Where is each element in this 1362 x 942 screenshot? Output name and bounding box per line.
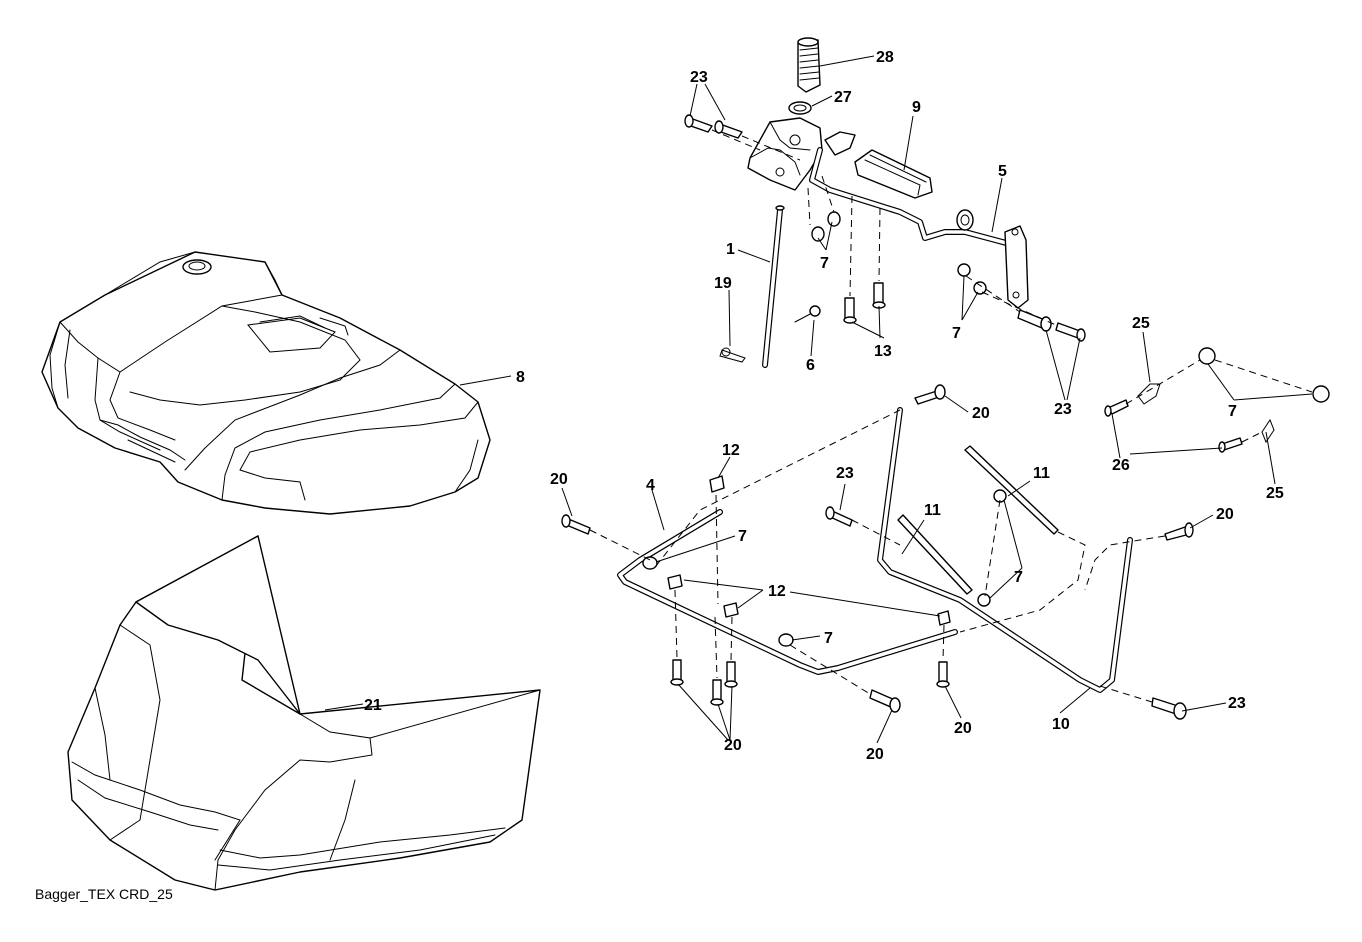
callout-23: 23 <box>1228 695 1246 712</box>
callout-7: 7 <box>1228 403 1237 420</box>
mount-bracket <box>747 117 856 191</box>
leader-lines <box>324 55 1313 744</box>
bolts-part-23-frame <box>825 506 1187 720</box>
hardware-right-side <box>1104 347 1330 453</box>
pin-part-19 <box>719 347 746 363</box>
bagger-lid-part-8 <box>41 251 491 515</box>
callout-11: 11 <box>1033 465 1050 482</box>
callout-12: 12 <box>768 583 786 600</box>
bolts-part-23-handle <box>1017 309 1086 342</box>
callout-7: 7 <box>952 325 961 342</box>
callout-28: 28 <box>876 49 894 66</box>
bolts-part-13 <box>843 282 886 324</box>
square-nuts-part-12 <box>667 475 951 626</box>
callout-9: 9 <box>912 99 921 116</box>
nuts-part-7-handle <box>957 263 987 295</box>
callout-20: 20 <box>866 746 884 763</box>
callout-23: 23 <box>836 465 854 482</box>
callout-26: 26 <box>1112 457 1130 474</box>
rod-part-1 <box>762 205 785 368</box>
callout-5: 5 <box>998 163 1007 180</box>
callout-20: 20 <box>972 405 990 422</box>
nuts-part-7-bracket <box>811 211 841 242</box>
callout-27: 27 <box>834 89 852 106</box>
callout-25: 25 <box>1266 485 1284 502</box>
nuts-part-7-frame <box>642 489 1007 647</box>
washer-part-27 <box>788 101 812 115</box>
callout-19: 19 <box>714 275 732 292</box>
diagram-caption: Bagger_TEX CRD_25 <box>35 886 173 902</box>
callout-11: 11 <box>924 502 941 519</box>
handle-tube-part-5 <box>809 147 1029 309</box>
callout-20: 20 <box>550 471 568 488</box>
callout-8: 8 <box>516 369 525 386</box>
callout-7: 7 <box>820 255 829 272</box>
callout-12: 12 <box>722 442 740 459</box>
frame-part-10 <box>877 407 1133 693</box>
bolts-part-20 <box>561 384 1194 713</box>
callout-13: 13 <box>874 343 892 360</box>
callout-7: 7 <box>738 528 747 545</box>
callout-1: 1 <box>726 241 735 258</box>
callout-20: 20 <box>954 720 972 737</box>
callout-4: 4 <box>646 477 655 494</box>
handle-grip-part-28 <box>797 37 821 93</box>
callout-10: 10 <box>1052 716 1070 733</box>
callout-21: 21 <box>364 697 382 714</box>
callout-labels: 28 27 23 9 5 1 7 19 6 13 7 23 25 7 26 25… <box>364 49 1284 763</box>
callout-25: 25 <box>1132 315 1150 332</box>
callout-23: 23 <box>1054 401 1072 418</box>
callout-20: 20 <box>1216 506 1234 523</box>
bagger-bag-part-21 <box>67 535 541 891</box>
callout-6: 6 <box>806 357 815 374</box>
frame-part-4 <box>617 509 958 675</box>
bolts-part-23-top <box>684 114 743 139</box>
callout-7: 7 <box>1014 569 1023 586</box>
callout-20: 20 <box>724 737 742 754</box>
callout-7: 7 <box>824 630 833 647</box>
callout-23: 23 <box>690 69 708 86</box>
alignment-lines <box>589 129 1313 703</box>
handle-cover-part-9 <box>854 149 933 199</box>
brace-part-11-right <box>964 445 1059 535</box>
brace-part-11-left <box>897 514 973 595</box>
pin-part-6 <box>794 305 821 323</box>
